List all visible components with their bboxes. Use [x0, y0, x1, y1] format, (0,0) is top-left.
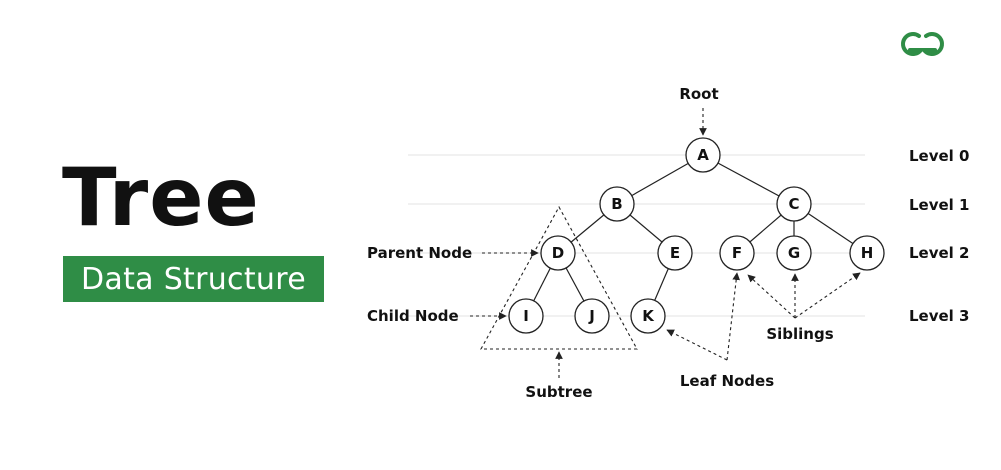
- level-guides: [408, 154, 865, 317]
- subtree-outline: [480, 205, 638, 350]
- node-label-h: H: [861, 244, 874, 262]
- level-label-0: Level 0: [909, 147, 969, 165]
- parent-node-label: Parent Node: [367, 244, 472, 262]
- node-label-j: J: [588, 307, 595, 325]
- node-b: B: [599, 186, 635, 222]
- annotations: Root Parent Node Child Node Subtree Leaf…: [367, 85, 861, 401]
- node-label-f: F: [732, 244, 742, 262]
- node-d: D: [540, 235, 576, 271]
- level-label-1: Level 1: [909, 196, 969, 214]
- subtree-label: Subtree: [525, 383, 592, 401]
- page-title: Tree: [62, 151, 260, 244]
- node-label-c: C: [788, 195, 799, 213]
- node-label-e: E: [670, 244, 680, 262]
- level-label-3: Level 3: [909, 307, 969, 325]
- tree-nodes: A B C D E F G H I J K: [508, 137, 885, 334]
- leaf-nodes-arrow-k: [666, 329, 728, 361]
- node-a: A: [685, 137, 721, 173]
- node-j: J: [574, 298, 610, 334]
- node-label-k: K: [642, 307, 655, 325]
- level-labels: Level 0 Level 1 Level 2 Level 3: [909, 147, 969, 325]
- node-c: C: [776, 186, 812, 222]
- siblings-arrow-f: [747, 274, 796, 319]
- node-label-i: I: [523, 307, 529, 325]
- node-f: F: [719, 235, 755, 271]
- tree-edges: [525, 154, 868, 317]
- siblings-label: Siblings: [766, 325, 833, 343]
- siblings-arrow-h: [794, 272, 861, 319]
- node-e: E: [657, 235, 693, 271]
- node-label-a: A: [697, 146, 709, 164]
- leaf-nodes-label: Leaf Nodes: [680, 372, 774, 390]
- level-label-2: Level 2: [909, 244, 969, 262]
- subtitle-text: Data Structure: [81, 261, 306, 297]
- child-node-label: Child Node: [367, 307, 459, 325]
- node-i: I: [508, 298, 544, 334]
- node-label-g: G: [788, 244, 800, 262]
- leaf-nodes-arrow-f: [726, 272, 741, 361]
- node-h: H: [849, 235, 885, 271]
- brand-logo: [901, 32, 944, 56]
- node-k: K: [630, 298, 666, 334]
- node-label-d: D: [552, 244, 564, 262]
- node-g: G: [776, 235, 812, 271]
- root-label: Root: [679, 85, 718, 103]
- node-label-b: B: [611, 195, 622, 213]
- subtitle-banner: Data Structure: [63, 256, 324, 302]
